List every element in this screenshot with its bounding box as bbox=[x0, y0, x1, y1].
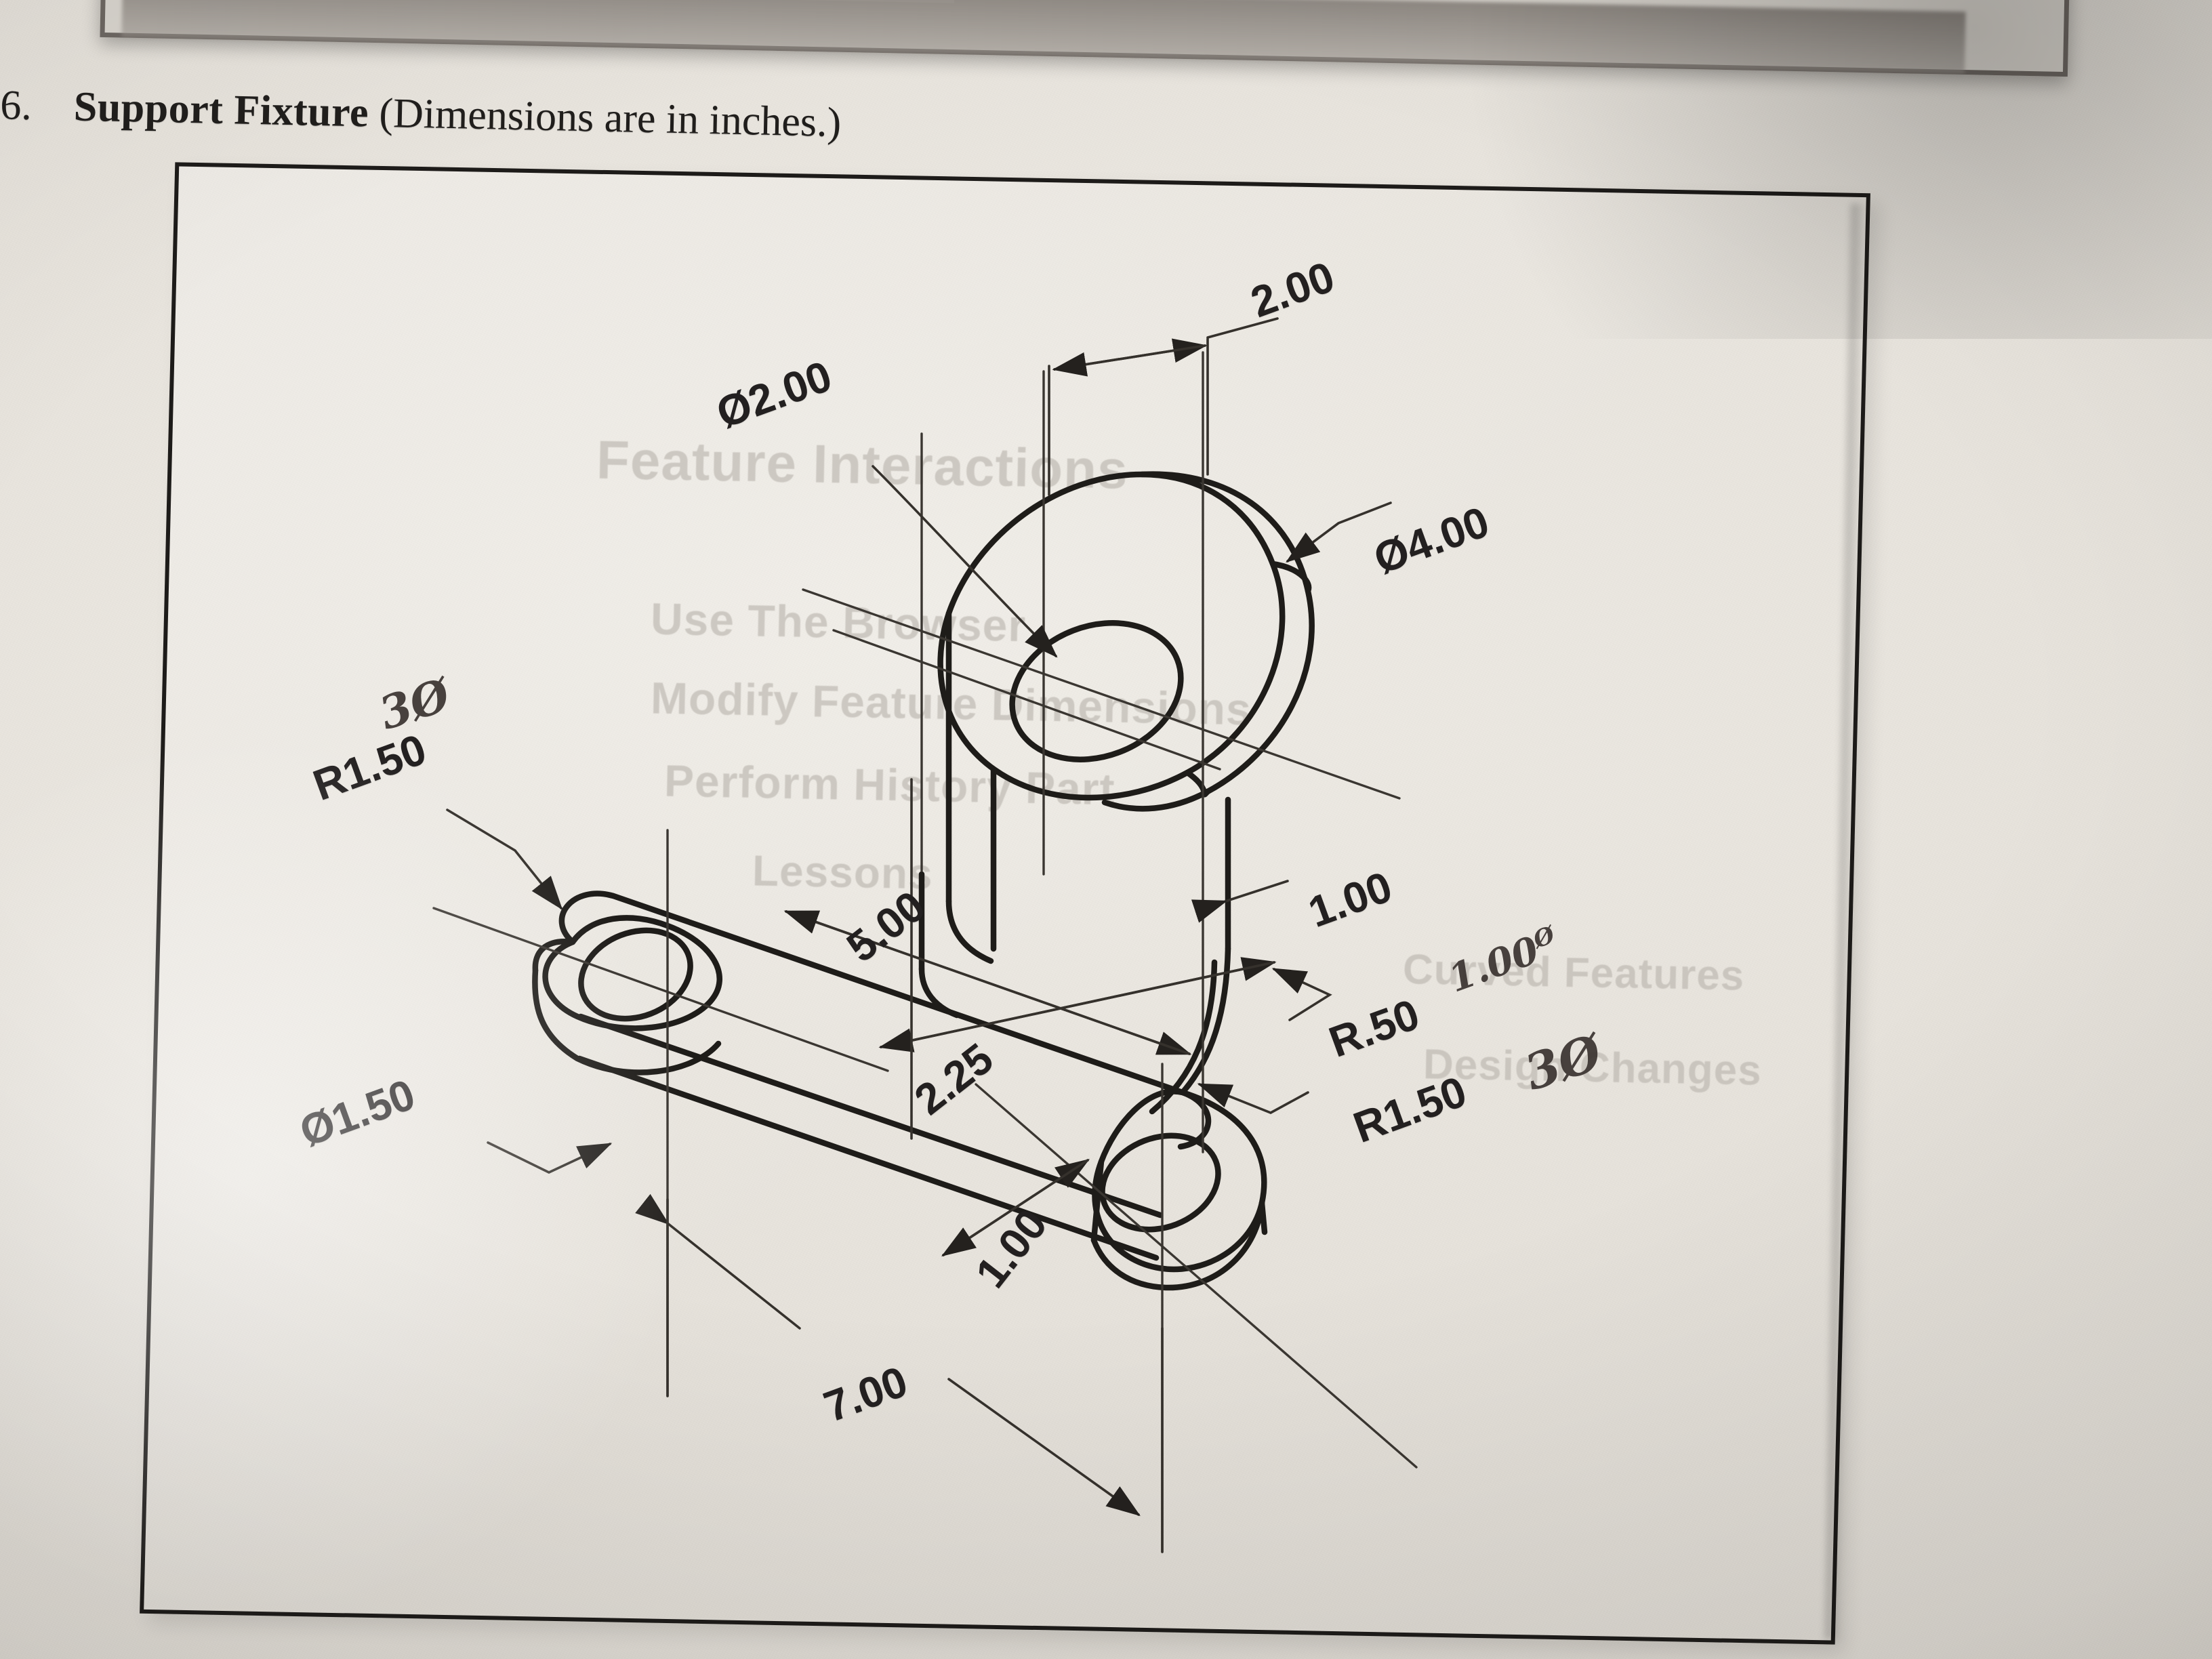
centerline-upper-bore-cross bbox=[832, 629, 1221, 771]
lower-right-boss-side-right bbox=[1258, 1200, 1268, 1235]
upper-boss-rim-join-top bbox=[1269, 560, 1312, 594]
dim-line-1-00-boss bbox=[1191, 880, 1289, 923]
dim-line-5-00-left bbox=[783, 910, 1191, 1055]
lower-bore-circle bbox=[578, 927, 693, 1022]
leader-dia-1-50 bbox=[487, 1141, 613, 1174]
leader-dia-4-00 bbox=[1286, 501, 1392, 563]
upper-boss-front-face bbox=[937, 471, 1286, 801]
lower-right-boss-top bbox=[1092, 1088, 1267, 1273]
leader-r1-50-right bbox=[1197, 1083, 1309, 1114]
dim-line-7-00-right bbox=[947, 1378, 1141, 1517]
dim-line-1-00-plate-down bbox=[941, 1159, 1089, 1256]
web-front-right-inner-curve bbox=[1149, 959, 1218, 1115]
lower-right-bore-circle bbox=[1099, 1132, 1221, 1233]
centerline-upper-bore-diag bbox=[802, 588, 1401, 800]
lower-left-cap-top-ellipse bbox=[542, 915, 722, 1031]
web-front-right-curve bbox=[1179, 945, 1231, 1096]
leader-2-00 bbox=[1206, 317, 1279, 339]
leader-dia-2-00 bbox=[872, 465, 1058, 658]
lower-slab-top-outline bbox=[558, 890, 1212, 1150]
upper-boss-rim-join-bottom bbox=[1184, 769, 1211, 798]
upper-bore-circle bbox=[1009, 620, 1184, 762]
dim-line-7-00-left bbox=[635, 1193, 801, 1330]
leader-r-50 bbox=[1271, 968, 1332, 1021]
centerline-lower-right-diag bbox=[975, 1083, 1418, 1469]
lower-right-boss-side-left bbox=[1090, 1158, 1105, 1244]
dim-line-2-25-left bbox=[878, 961, 1275, 1052]
part-geometry bbox=[432, 317, 1418, 1553]
upper-boss-outer-rim bbox=[1101, 471, 1315, 812]
web-back-left-fillet bbox=[918, 966, 960, 1019]
web-front-left-fillet bbox=[945, 898, 994, 964]
lower-right-boss-side bbox=[1090, 1200, 1265, 1291]
centerline-lower-left-diag bbox=[432, 907, 889, 1072]
dim-line-2-00-left bbox=[1052, 344, 1206, 377]
leader-r1-50-left bbox=[446, 808, 563, 910]
lower-slab-front-bottom-edge bbox=[576, 1055, 1160, 1261]
